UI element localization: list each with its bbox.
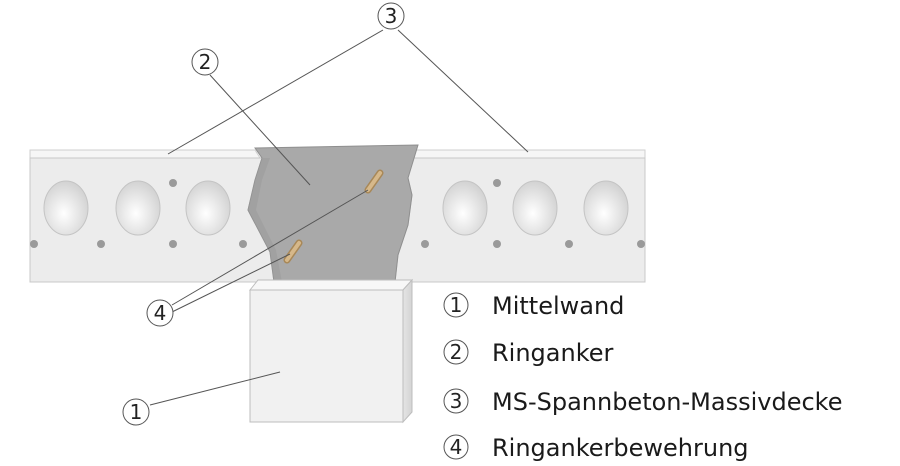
slab-void [442, 180, 488, 236]
middle-wall [248, 278, 414, 424]
ring-anchor-rebars [283, 169, 384, 264]
tendon-dot [493, 179, 501, 187]
callout-number: 1 [130, 400, 143, 424]
legend-number: 1 [450, 293, 463, 317]
legend-label: Mittelwand [492, 292, 624, 320]
callout-4: 4 [146, 299, 174, 327]
callout-number: 4 [154, 301, 167, 325]
legend-item: 2 Ringanker [443, 339, 614, 367]
tendon-dot [169, 179, 177, 187]
legend-label: Ringanker [492, 339, 614, 367]
legend-item: 3 MS-Spannbeton-Massivdecke [443, 388, 842, 416]
tendon-dot [169, 240, 177, 248]
slab-void [512, 180, 558, 236]
tendon-dot [239, 240, 247, 248]
legend: 1 Mittelwand 2 Ringanker 3 MS-Spannbeton… [443, 292, 842, 462]
legend-number: 3 [450, 389, 463, 413]
tendon-dot [30, 240, 38, 248]
tendon-dot [637, 240, 645, 248]
slab-void [115, 180, 161, 236]
tendon-dot [565, 240, 573, 248]
ring-beam [247, 144, 419, 283]
callout-number: 2 [199, 50, 212, 74]
callout-number: 3 [385, 4, 398, 28]
slab-void [583, 180, 629, 236]
callout-2: 2 [191, 48, 219, 76]
slab-void [43, 180, 89, 236]
tendon-dot [421, 240, 429, 248]
leader-lines [149, 29, 529, 406]
legend-item: 4 Ringankerbewehrung [443, 434, 749, 462]
callout-3: 3 [377, 2, 405, 30]
tendon-dot [493, 240, 501, 248]
slab-right [394, 149, 646, 283]
callout-1: 1 [122, 398, 150, 426]
legend-number: 4 [450, 435, 463, 459]
tendon-dot [97, 240, 105, 248]
legend-item: 1 Mittelwand [443, 292, 624, 320]
slab-void [185, 180, 231, 236]
legend-label: Ringankerbewehrung [492, 434, 749, 462]
legend-number: 2 [450, 340, 463, 364]
slab-left [29, 149, 275, 283]
legend-label: MS-Spannbeton-Massivdecke [492, 388, 842, 416]
